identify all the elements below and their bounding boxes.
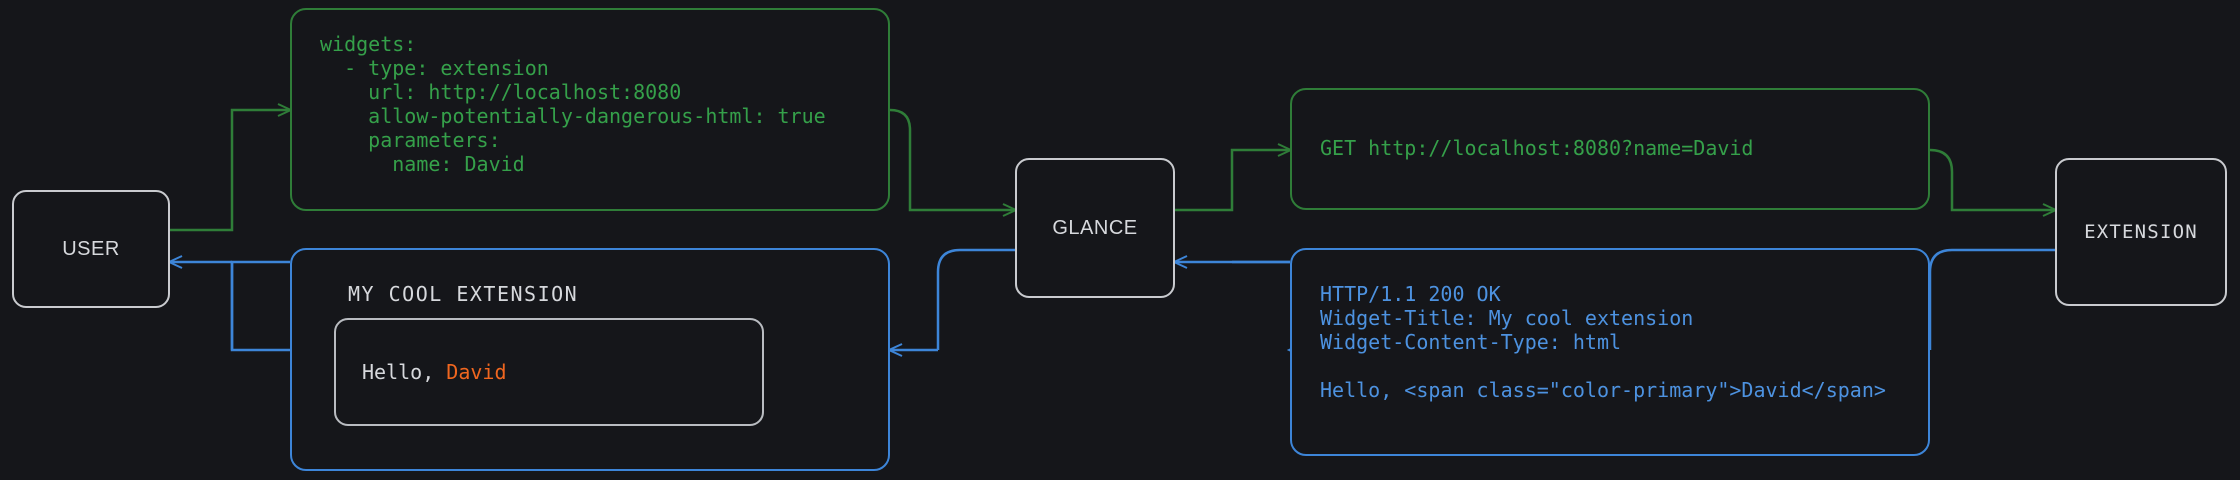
rendered-widget-body: Hello, David [362,360,507,384]
wire-widget-to-user-c [230,262,290,352]
node-glance[interactable]: GLANCE [1015,158,1175,298]
wire-glance-to-request [1175,150,1290,212]
rendered-widget-title: MY COOL EXTENSION [348,282,579,306]
wire-glance-to-widget-a [936,248,1015,350]
wire-user-to-config [170,110,290,232]
config-yaml-box[interactable]: widgets: - type: extension url: http://l… [290,8,890,211]
config-yaml-text: widgets: - type: extension url: http://l… [320,32,826,176]
rendered-widget-body-accent: David [446,360,507,384]
node-glance-label: GLANCE [1052,216,1138,239]
wire-widget-to-user-a [230,260,290,350]
rendered-widget-body-prefix: Hello, [362,360,447,384]
rendered-widget-card: Hello, David [334,318,764,426]
wire-request-to-extension [1929,148,2055,210]
node-extension-label: EXTENSION [2084,221,2198,243]
rendered-widget-box[interactable]: MY COOL EXTENSION Hello, David [290,248,890,471]
node-extension[interactable]: EXTENSION [2055,158,2227,306]
http-response-box[interactable]: HTTP/1.1 200 OK Widget-Title: My cool ex… [1290,248,1930,456]
node-user[interactable]: USER [12,190,170,308]
http-request-text: GET http://localhost:8080?name=David [1320,136,1754,160]
http-response-text: HTTP/1.1 200 OK Widget-Title: My cool ex… [1320,282,1886,402]
wire-extension-to-response [1928,248,2055,350]
http-request-box[interactable]: GET http://localhost:8080?name=David [1290,88,1930,210]
node-user-label: USER [62,237,120,260]
wire-config-to-glance [889,108,1015,210]
